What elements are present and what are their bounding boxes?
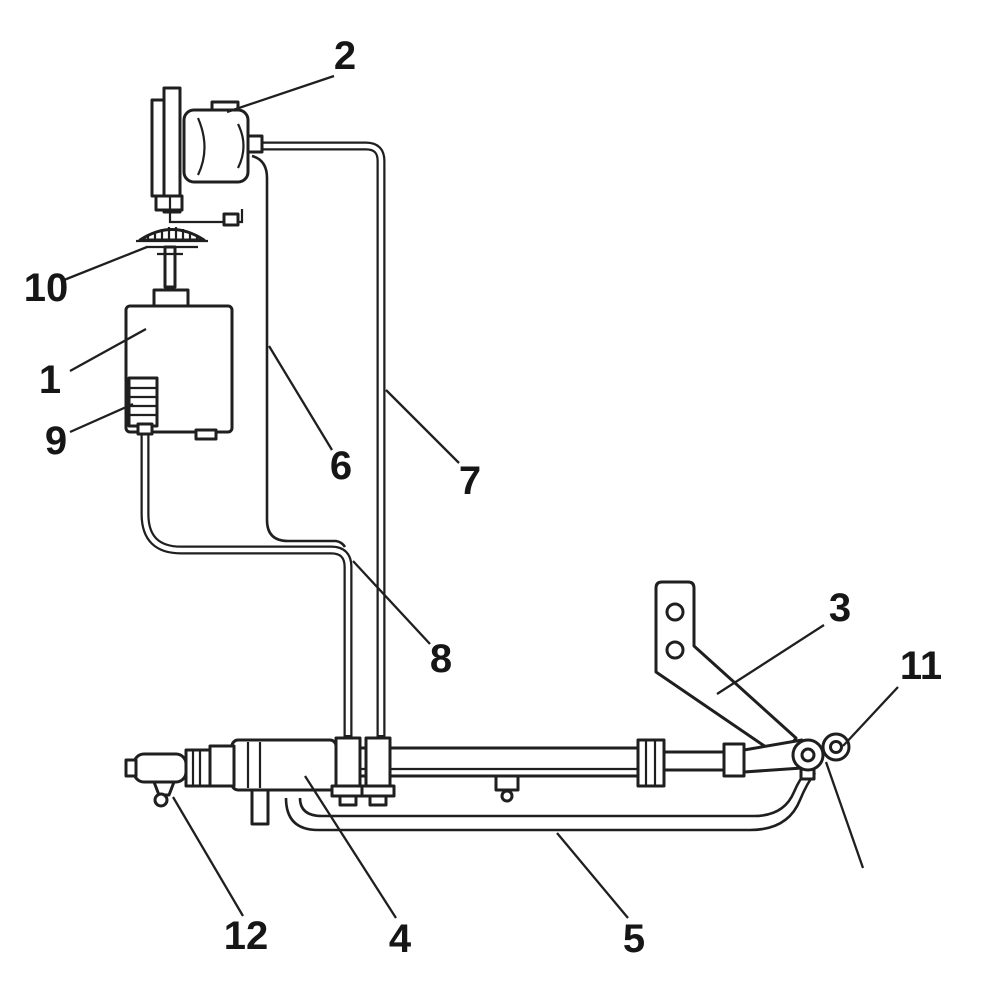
callout-label-12: 12 [224, 914, 269, 958]
reservoir-bottom-tab [194, 428, 218, 441]
leader-4 [304, 775, 397, 919]
leader-1 [69, 327, 147, 373]
callout-label-3: 3 [829, 586, 851, 630]
callout-label-1: 1 [39, 358, 61, 402]
cap-hatching [146, 227, 199, 240]
return-hose-lower [284, 772, 817, 832]
leader-6 [268, 345, 333, 451]
callout-label-9: 9 [45, 419, 67, 463]
fitting-nipple [136, 422, 154, 436]
bracket-plate [654, 580, 798, 760]
leader-8 [352, 560, 431, 645]
fitting-ribs [129, 386, 157, 417]
callout-label-8: 8 [430, 637, 452, 681]
pump-mount-plate-outer [150, 98, 166, 198]
leader-12 [172, 796, 244, 917]
return-hoses [284, 770, 817, 832]
callout-label-7: 7 [459, 459, 481, 503]
mid-bracket [494, 774, 520, 792]
leader-11b [824, 761, 865, 869]
jam-nut-hatching [191, 750, 202, 786]
fitting-body [127, 376, 159, 428]
rod-end-block [722, 742, 746, 778]
callout-labels: 1 2 3 4 5 6 7 8 9 10 11 12 [24, 34, 942, 961]
mid-bracket-bolt [500, 789, 514, 803]
tie-rod-end-stud [152, 780, 176, 797]
pump-return-path [251, 154, 347, 548]
callout-label-4: 4 [389, 917, 412, 961]
leader-3 [716, 624, 825, 695]
lower-mount-tab [250, 788, 270, 826]
piston-rod [662, 750, 728, 772]
return-hose-upper [298, 770, 808, 818]
ball-joints [791, 732, 851, 772]
leader-11 [842, 686, 899, 747]
callout-label-6: 6 [330, 444, 352, 488]
leader-5 [556, 832, 629, 919]
callout-label-2: 2 [334, 34, 356, 78]
tie-rod-end-housing [132, 752, 188, 784]
leader-2 [226, 74, 335, 114]
hose-fitting-a [330, 736, 366, 807]
rod-clamp-hatching [644, 740, 657, 786]
tie-rod-end-nub [124, 758, 138, 778]
pump-body-detail-2 [237, 123, 245, 169]
reservoir-hose [140, 426, 353, 737]
leader-9 [69, 402, 134, 434]
tie-rod-end [124, 752, 188, 808]
pump-body-detail-1 [196, 117, 206, 176]
hose-fitting-b [360, 736, 396, 807]
bracket-hole-lower [665, 640, 685, 660]
leader-10 [63, 245, 148, 282]
reservoir-outlet-fitting [127, 376, 159, 436]
callout-label-10: 10 [24, 266, 69, 310]
power-steering-pump [150, 86, 264, 227]
steering-cylinder-assembly [124, 732, 851, 826]
pump-mount-plate-inner [162, 86, 182, 214]
pump-lower-bracket [168, 196, 244, 224]
pump-outlet-stub [246, 134, 264, 154]
cap-dome [138, 228, 206, 242]
pump-return-line [251, 154, 347, 548]
tie-rod-end-ball [153, 792, 169, 808]
adapter-sleeve [208, 744, 236, 788]
reservoir-neck [152, 288, 190, 308]
mounting-bracket [654, 580, 798, 760]
pump-bracket-foot [222, 212, 240, 227]
reservoir-cap [136, 227, 208, 289]
bracket-hole-upper [665, 602, 685, 622]
pump-body [182, 108, 250, 184]
callout-label-5: 5 [623, 917, 645, 961]
rod-clamp [636, 738, 666, 788]
pressure-hose [258, 141, 386, 737]
callout-leaders [63, 74, 899, 919]
jam-nut [184, 748, 212, 788]
callout-label-11: 11 [900, 644, 942, 688]
ball-joint-inner-1 [800, 747, 816, 763]
cap-stem [163, 245, 177, 289]
leader-7 [385, 389, 460, 464]
ball-joint-inner-2 [829, 740, 843, 754]
